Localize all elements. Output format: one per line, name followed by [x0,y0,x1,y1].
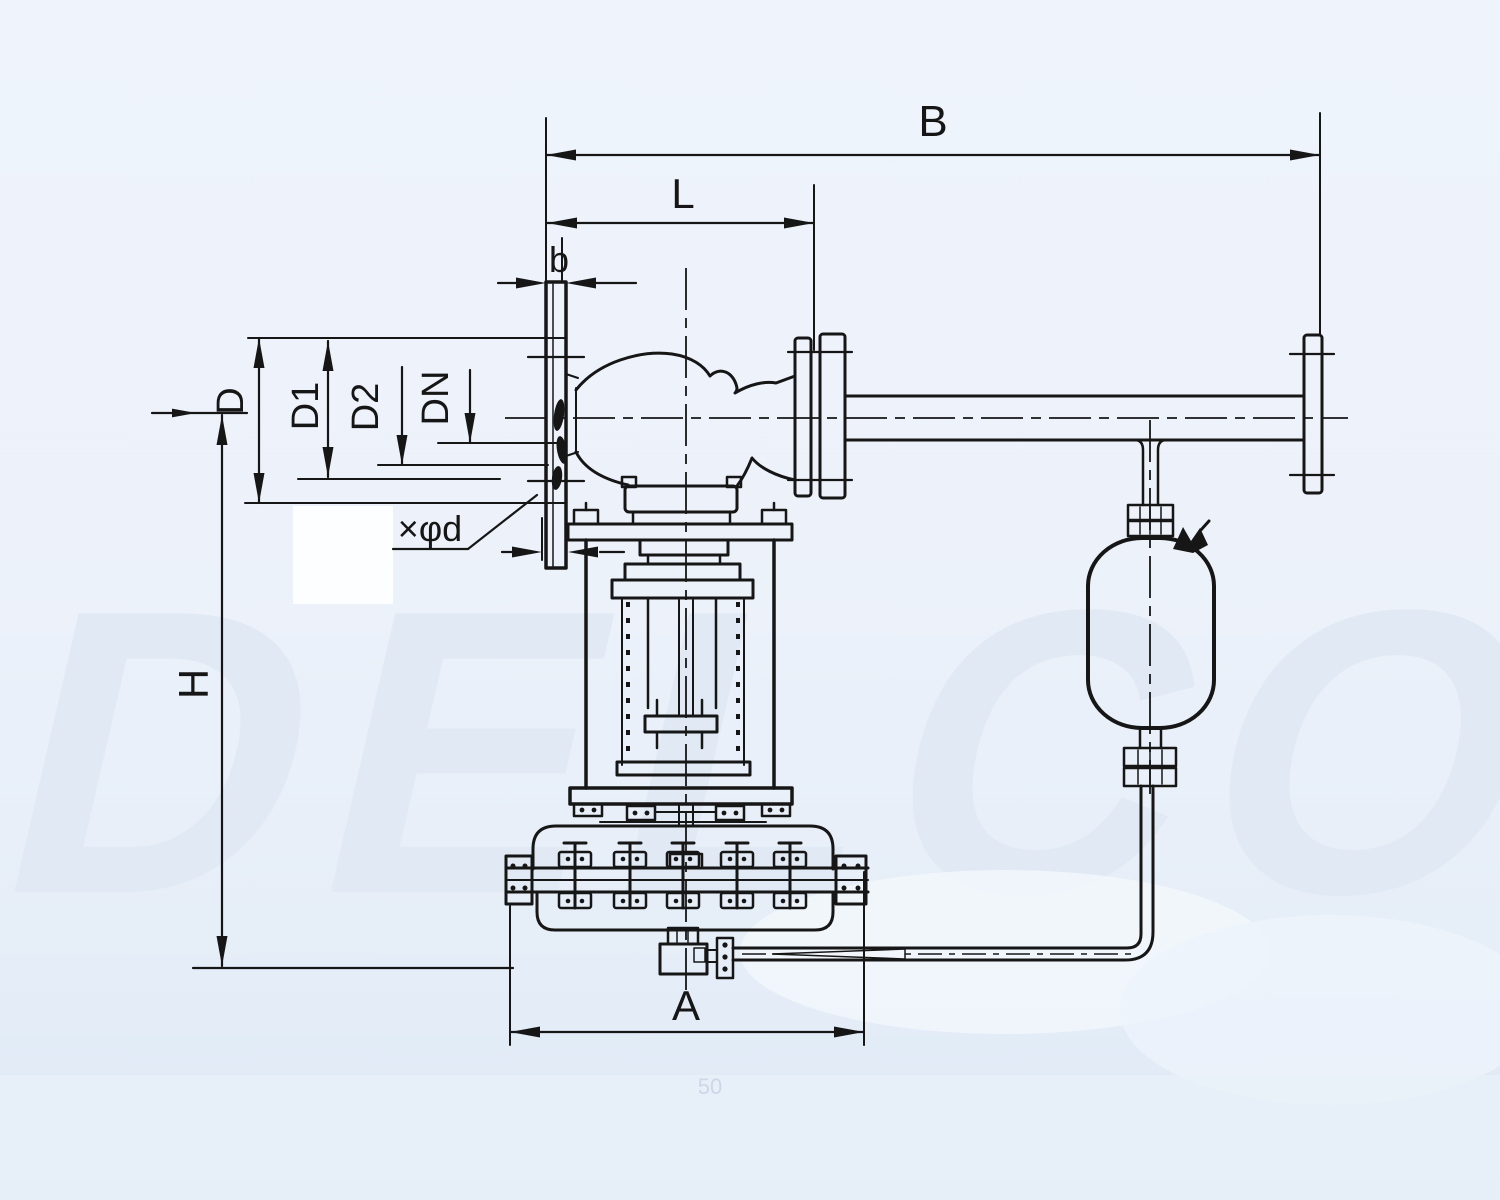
spring-seat [643,714,719,734]
label-A: A [672,982,700,1029]
tube-union-flange [715,936,735,980]
watermark-white-patch [293,506,393,604]
bonnet-tab [620,475,638,489]
vent-plug-stem [1198,519,1211,533]
label-L: L [671,170,694,217]
watermark-number: 50 [698,1074,722,1099]
dim-L: L [545,170,816,351]
sensing-tap [1126,438,1175,538]
condensate-pot [1086,519,1216,730]
gasket-shading [551,466,563,490]
label-D2: D2 [345,383,387,432]
cylinder-bottom-plate [615,760,752,777]
label-DN: DN [415,371,457,426]
background-band [0,1075,1500,1200]
flange-edge-bolt-right [834,854,868,906]
vent-plug [1173,527,1208,553]
outlet-pipe [843,394,1306,442]
outlet-flange-pair [786,332,854,500]
leader-line [466,493,539,551]
pipe-end-flange [1288,333,1336,495]
dim-D: D [210,336,566,505]
spring-cylinder [615,597,752,777]
label-D: D [210,387,252,414]
lower-housing [535,892,835,932]
yoke-bottom-plate [568,786,794,806]
label-bolt-holes: ×φd [398,508,462,549]
gasket-shading [553,399,565,431]
yoke-foot [760,802,792,818]
diaphragm-actuator [504,824,870,932]
dim-b-lower [500,517,626,561]
background-highlight [1120,915,1500,1105]
yoke-bolt [572,508,600,526]
flange-bolt [612,841,648,910]
flange-bolt [772,841,808,910]
dim-b: b [496,237,638,289]
label-H: H [170,669,217,699]
bonnet-tab [725,475,743,489]
flange-edge-bolt-left [504,854,534,906]
tube-taper [771,948,906,960]
watermark-layer: DELCO 50 [0,506,1500,1200]
pot-outlet-unions [1122,726,1178,788]
body-dome [574,351,797,395]
flange-bolt [557,841,593,910]
yoke-bolt [760,508,788,526]
dim-A: A [508,871,866,1046]
stem-guide [646,598,718,710]
actuator-connector [658,926,735,980]
yoke [566,501,794,827]
body-bottom-right [735,456,797,488]
label-B: B [918,97,947,146]
watermark-text: DELCO [0,526,1500,978]
bonnet [620,475,743,526]
sensing-tube [731,784,1155,962]
valve-body [565,351,797,488]
dim-B: B [544,97,1322,336]
label-D1: D1 [285,382,327,431]
label-b: b [549,239,569,280]
dim-D1: D1 [285,339,501,480]
bolt-hole-callout: ×φd [391,493,539,551]
flange-bolt [665,841,701,910]
inlet-flange [526,280,586,570]
yoke-foot [572,802,604,818]
dim-DN: DN [415,368,566,445]
dim-H: H [150,408,515,970]
dim-D2: D2 [345,365,549,467]
flange-bolt [719,841,755,910]
upper-housing [531,824,835,871]
